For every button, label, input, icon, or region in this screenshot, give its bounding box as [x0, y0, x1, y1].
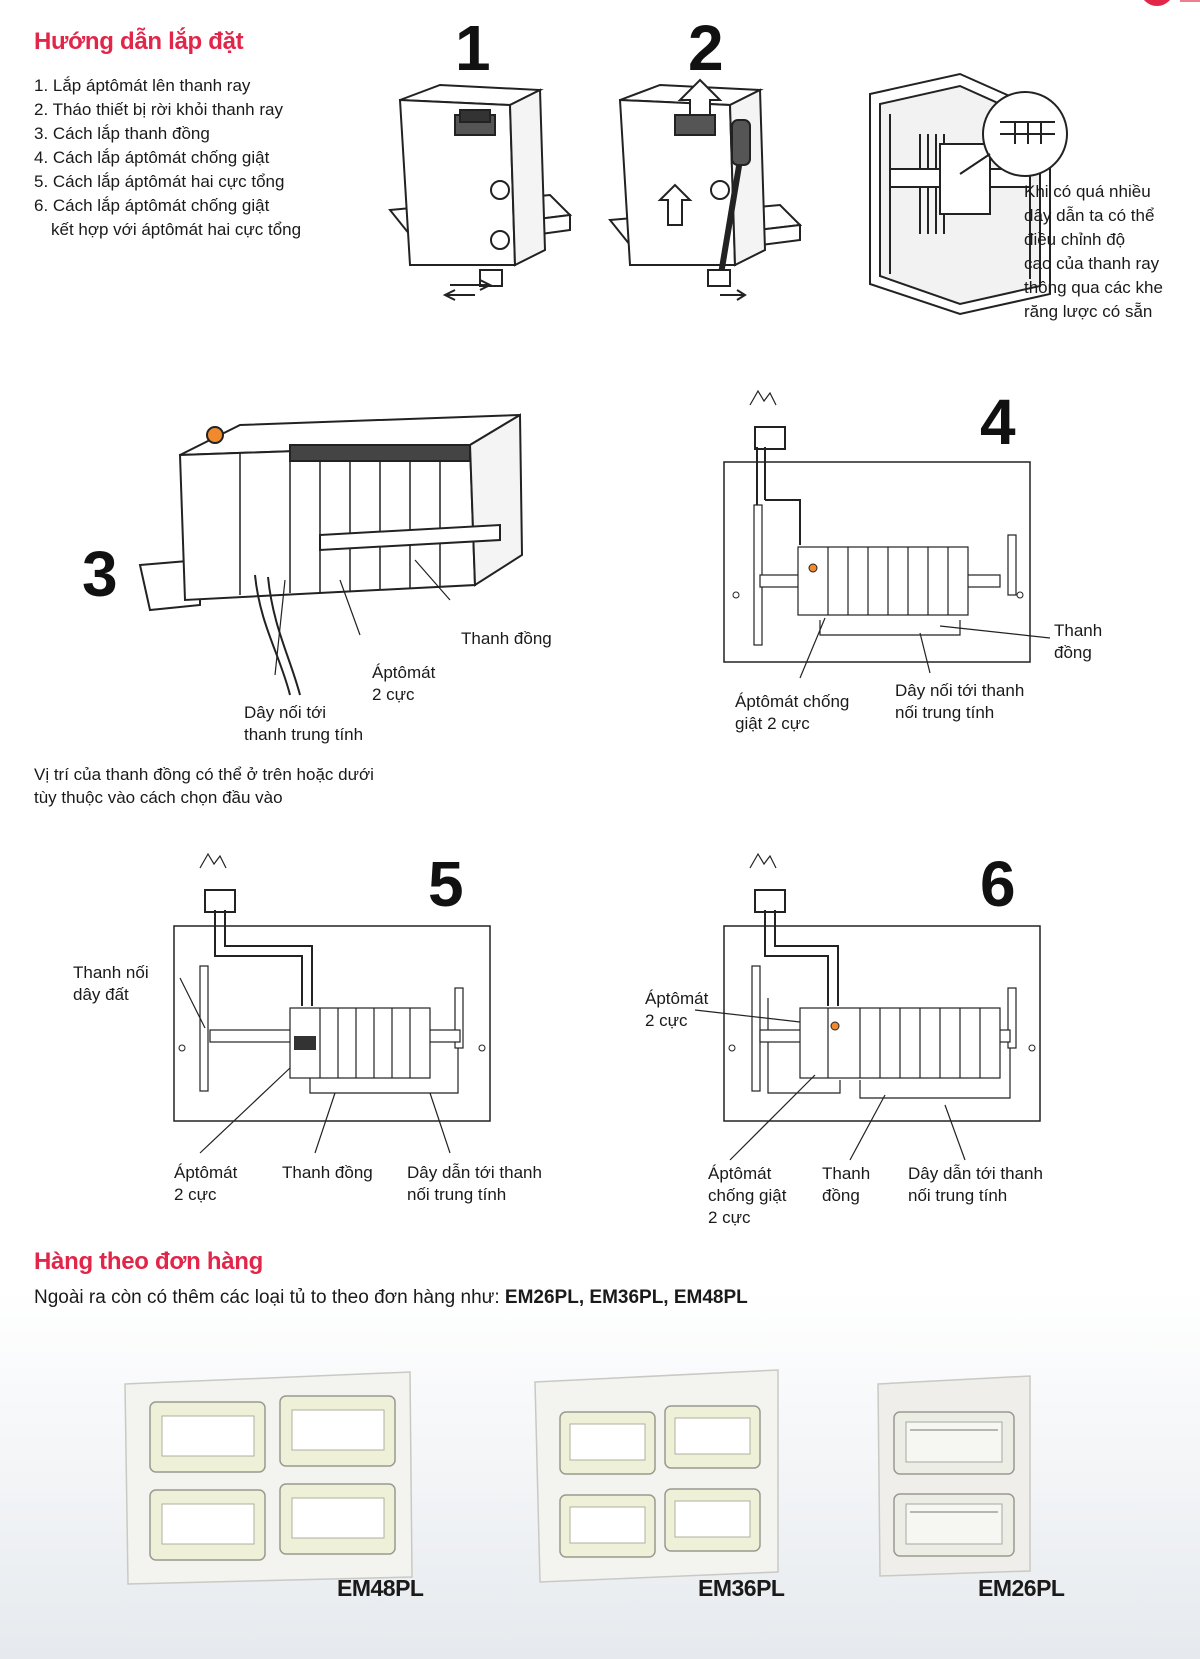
figure-4-busbar-label: Thanh đồng [1054, 620, 1102, 664]
enclosure-rail-adjust-figure [869, 72, 1068, 316]
f3-breaker-line-1: Áptômát [372, 663, 436, 682]
em26pl-product-image [877, 1375, 1031, 1577]
f5-earth-line-2: dây đất [73, 985, 129, 1004]
figure-6-rcd-label: Áptômát chống giật 2 cực [708, 1163, 786, 1229]
guide-title: Hướng dẫn lắp đặt [34, 28, 244, 55]
step-6: 6. Cách lắp áptômát chống giật [34, 196, 270, 215]
figure-2-number: 2 [688, 12, 724, 84]
f6-breaker-line-1: Áptômát [645, 989, 709, 1008]
figure-1-number: 1 [455, 12, 491, 84]
figure-6-number: 6 [980, 848, 1016, 920]
figure-6-breaker-label: Áptômát 2 cực [645, 988, 708, 1032]
f6-busbar-line-1: Thanh [822, 1164, 871, 1183]
figure-5-leader-lines [179, 977, 451, 1154]
f6-rcd-line-2: chống giật [708, 1186, 787, 1205]
rail-note-line-6: răng lược có sẵn [1024, 302, 1153, 321]
f5-breaker-line-2: 2 cực [174, 1185, 217, 1204]
f5-neutral-line-2: nối trung tính [407, 1185, 507, 1204]
f3-neutral-line-1: Dây nối tới [244, 703, 327, 722]
logo-text-fragment [1180, 0, 1200, 2]
f6-rcd-line-3: 2 cực [708, 1208, 751, 1227]
em36pl-product-image [534, 1369, 779, 1583]
f4-rcd-line-1: Áptômát chống [735, 692, 850, 711]
step-3: 3. Cách lắp thanh đồng [34, 124, 210, 143]
busbar-note-line-2: tùy thuộc vào cách chọn đầu vào [34, 788, 283, 807]
busbar-note-line-1: Vị trí của thanh đồng có thể ở trên hoặc… [34, 765, 374, 784]
figure-4-number: 4 [980, 386, 1016, 458]
rail-note-line-1: Khi có quá nhiều [1024, 182, 1151, 201]
figure-5-neutral-label: Dây dẫn tới thanh nối trung tính [407, 1162, 542, 1206]
figure-3-busbar-assembly [138, 413, 524, 696]
step-5: 5. Cách lắp áptômát hai cực tổng [34, 172, 285, 191]
figure-6-rcd-main-breaker-wiring [723, 852, 1041, 1122]
figure-5-busbar-label: Thanh đồng [282, 1163, 373, 1182]
figure-2-breaker-removal [608, 78, 803, 301]
figure-4-leader-lines [799, 617, 1051, 679]
f6-neutral-line-1: Dây dẫn tới thanh [908, 1164, 1043, 1183]
figure-4-rcd-wiring [723, 389, 1031, 663]
f6-rcd-line-1: Áptômát [708, 1164, 772, 1183]
f3-neutral-line-2: thanh trung tính [244, 725, 364, 744]
f4-neutral-line-2: nối trung tính [895, 703, 995, 722]
figure-3-breaker-label: Áptômát 2 cực [372, 662, 435, 706]
order-title: Hàng theo đơn hàng [34, 1248, 263, 1275]
em36pl-label: EM36PL [698, 1575, 785, 1601]
rail-note-line-4: cao của thanh ray [1024, 254, 1160, 273]
order-text-models: EM26PL, EM36PL, EM48PL [504, 1287, 748, 1308]
f4-busbar-line-1: Thanh [1054, 621, 1103, 640]
figure-6-leader-lines [694, 1009, 966, 1161]
f6-breaker-line-2: 2 cực [645, 1011, 688, 1030]
figure-3-neutral-label: Dây nối tới thanh trung tính [244, 702, 363, 746]
figure-4-neutral-label: Dây nối tới thanh nối trung tính [895, 680, 1024, 724]
figure-4-rcd-label: Áptômát chống giật 2 cực [735, 691, 849, 735]
figure-1-breaker-mount [388, 83, 573, 301]
rail-note-line-2: dây dẫn ta có thể [1024, 206, 1155, 225]
f5-breaker-line-1: Áptômát [174, 1163, 238, 1182]
f5-earth-line-1: Thanh nối [73, 963, 149, 982]
figure-5-main-breaker-wiring [173, 852, 491, 1122]
rail-adjust-note: Khi có quá nhiều dây dẫn ta có thể điều … [1024, 180, 1163, 324]
figure-5-number: 5 [428, 848, 464, 920]
figure-3-leader-lines [274, 559, 451, 676]
rail-note-line-5: thông qua các khe [1024, 278, 1163, 297]
order-description: Ngoài ra còn có thêm các loại tủ to theo… [34, 1287, 748, 1309]
f4-rcd-line-2: giật 2 cực [735, 714, 810, 733]
em26pl-label: EM26PL [978, 1575, 1065, 1601]
f4-busbar-line-2: đồng [1054, 643, 1092, 662]
step-4: 4. Cách lắp áptômát chống giật [34, 148, 270, 167]
order-text-prefix: Ngoài ra còn có thêm các loại tủ to theo… [34, 1287, 505, 1308]
em48pl-product-image [124, 1371, 413, 1585]
f6-busbar-line-2: đồng [822, 1186, 860, 1205]
guide-steps: 1. Lắp áptômát lên thanh ray 2. Tháo thi… [34, 74, 301, 242]
busbar-position-note: Vị trí của thanh đồng có thể ở trên hoặc… [34, 763, 374, 809]
figure-3-busbar-label: Thanh đồng [461, 629, 552, 648]
figure-6-neutral-label: Dây dẫn tới thanh nối trung tính [908, 1163, 1043, 1207]
f3-breaker-line-2: 2 cực [372, 685, 415, 704]
figure-6-busbar-label: Thanh đồng [822, 1163, 870, 1207]
step-6-cont: kết hợp với áptômát hai cực tổng [51, 220, 302, 239]
f4-neutral-line-1: Dây nối tới thanh [895, 681, 1025, 700]
f5-neutral-line-1: Dây dẫn tới thanh [407, 1163, 542, 1182]
figure-5-breaker-label: Áptômát 2 cực [174, 1162, 237, 1206]
figure-3-number: 3 [82, 538, 118, 610]
logo-fragment [1140, 0, 1174, 6]
step-2: 2. Tháo thiết bị rời khỏi thanh ray [34, 100, 283, 119]
em48pl-label: EM48PL [337, 1575, 424, 1601]
rail-note-line-3: điều chỉnh độ [1024, 230, 1126, 249]
step-1: 1. Lắp áptômát lên thanh ray [34, 76, 251, 95]
f6-neutral-line-2: nối trung tính [908, 1186, 1008, 1205]
figure-5-earth-label: Thanh nối dây đất [73, 962, 149, 1006]
